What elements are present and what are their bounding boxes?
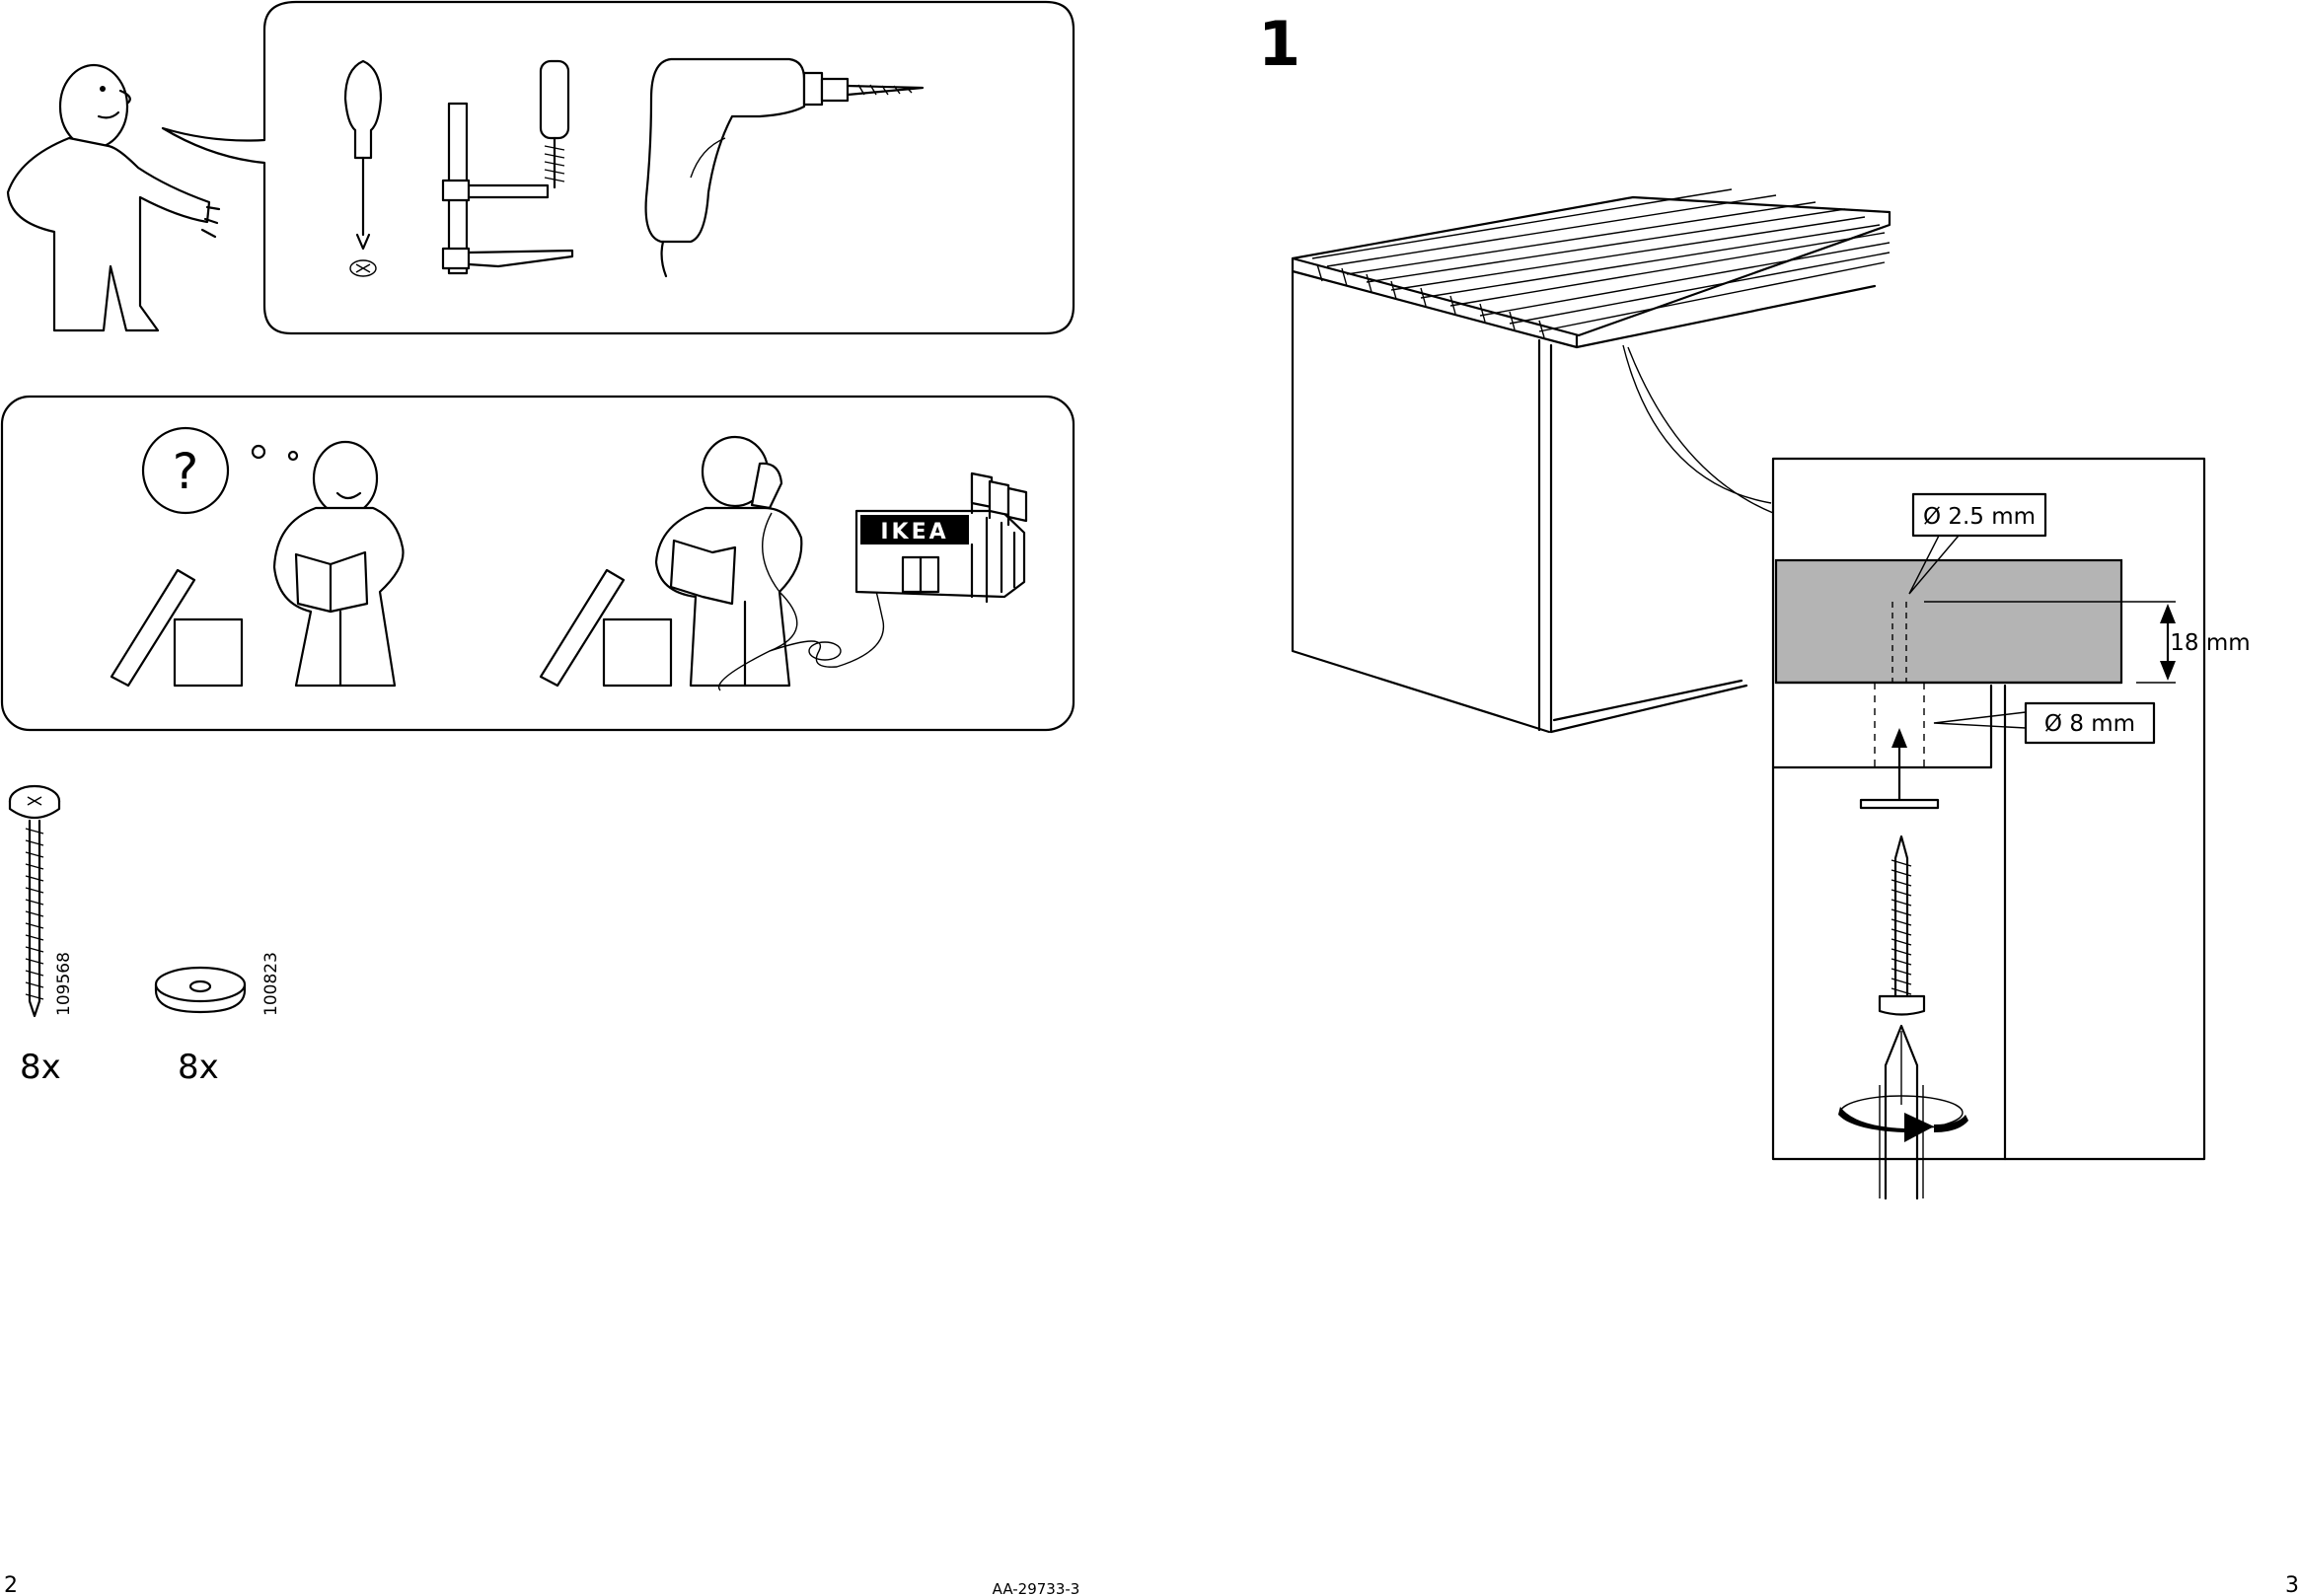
- question-mark: ?: [173, 443, 199, 500]
- screw-icon: [8, 784, 61, 1018]
- thickness-dimension: 18 mm: [1924, 601, 2251, 684]
- panel-section: [1774, 558, 2123, 685]
- help-panel: ?: [0, 395, 1075, 732]
- tools-panel: [6, 0, 1075, 335]
- part-screw: 109568 8x: [8, 784, 74, 1087]
- wood-grain: [1311, 188, 1891, 338]
- open-box-icon: [110, 568, 244, 688]
- open-box-icon-2: [539, 568, 673, 688]
- left-page-number: 2: [4, 1573, 18, 1596]
- screw-quantity: 8x: [20, 1048, 61, 1087]
- person-on-phone-icon: [654, 435, 803, 691]
- washer-article-number: 100823: [261, 952, 281, 1016]
- svg-text:Ø 2.5 mm: Ø 2.5 mm: [1923, 504, 2036, 530]
- ikea-store-icon: IKEA: [854, 472, 1028, 604]
- detail-screw-icon: [1878, 834, 1926, 1016]
- cabinet-illustration: [1291, 188, 1891, 734]
- part-washer: 100823 8x: [154, 952, 281, 1087]
- drill-icon: [644, 57, 925, 278]
- screwdriver-icon: [343, 59, 383, 277]
- detail-washer-icon: [1859, 798, 1940, 810]
- svg-text:Ø 8 mm: Ø 8 mm: [2044, 711, 2135, 737]
- svg-text:18 mm: 18 mm: [2170, 630, 2250, 656]
- person-reading-icon: [272, 440, 405, 688]
- washer-quantity: 8x: [178, 1048, 219, 1087]
- right-page-number: 3: [2285, 1573, 2299, 1596]
- document-code: AA-29733-3: [993, 1580, 1080, 1596]
- person-pointing-icon: [6, 63, 221, 332]
- clamp-icon: [441, 59, 574, 275]
- store-sign: IKEA: [880, 520, 948, 544]
- detail-callout: Ø 2.5 mm Ø 8 mm 18 mm: [1771, 457, 2251, 1200]
- step-number: 1: [1258, 8, 1300, 80]
- detail-screwdriver-icon: [1838, 1024, 1968, 1200]
- hole-label: Ø 8 mm: [1933, 701, 2156, 745]
- screw-article-number: 109568: [54, 952, 74, 1016]
- pilot-hole-label: Ø 2.5 mm: [1908, 492, 2047, 595]
- phone-cord: [769, 566, 885, 668]
- washer-icon: [154, 966, 247, 1014]
